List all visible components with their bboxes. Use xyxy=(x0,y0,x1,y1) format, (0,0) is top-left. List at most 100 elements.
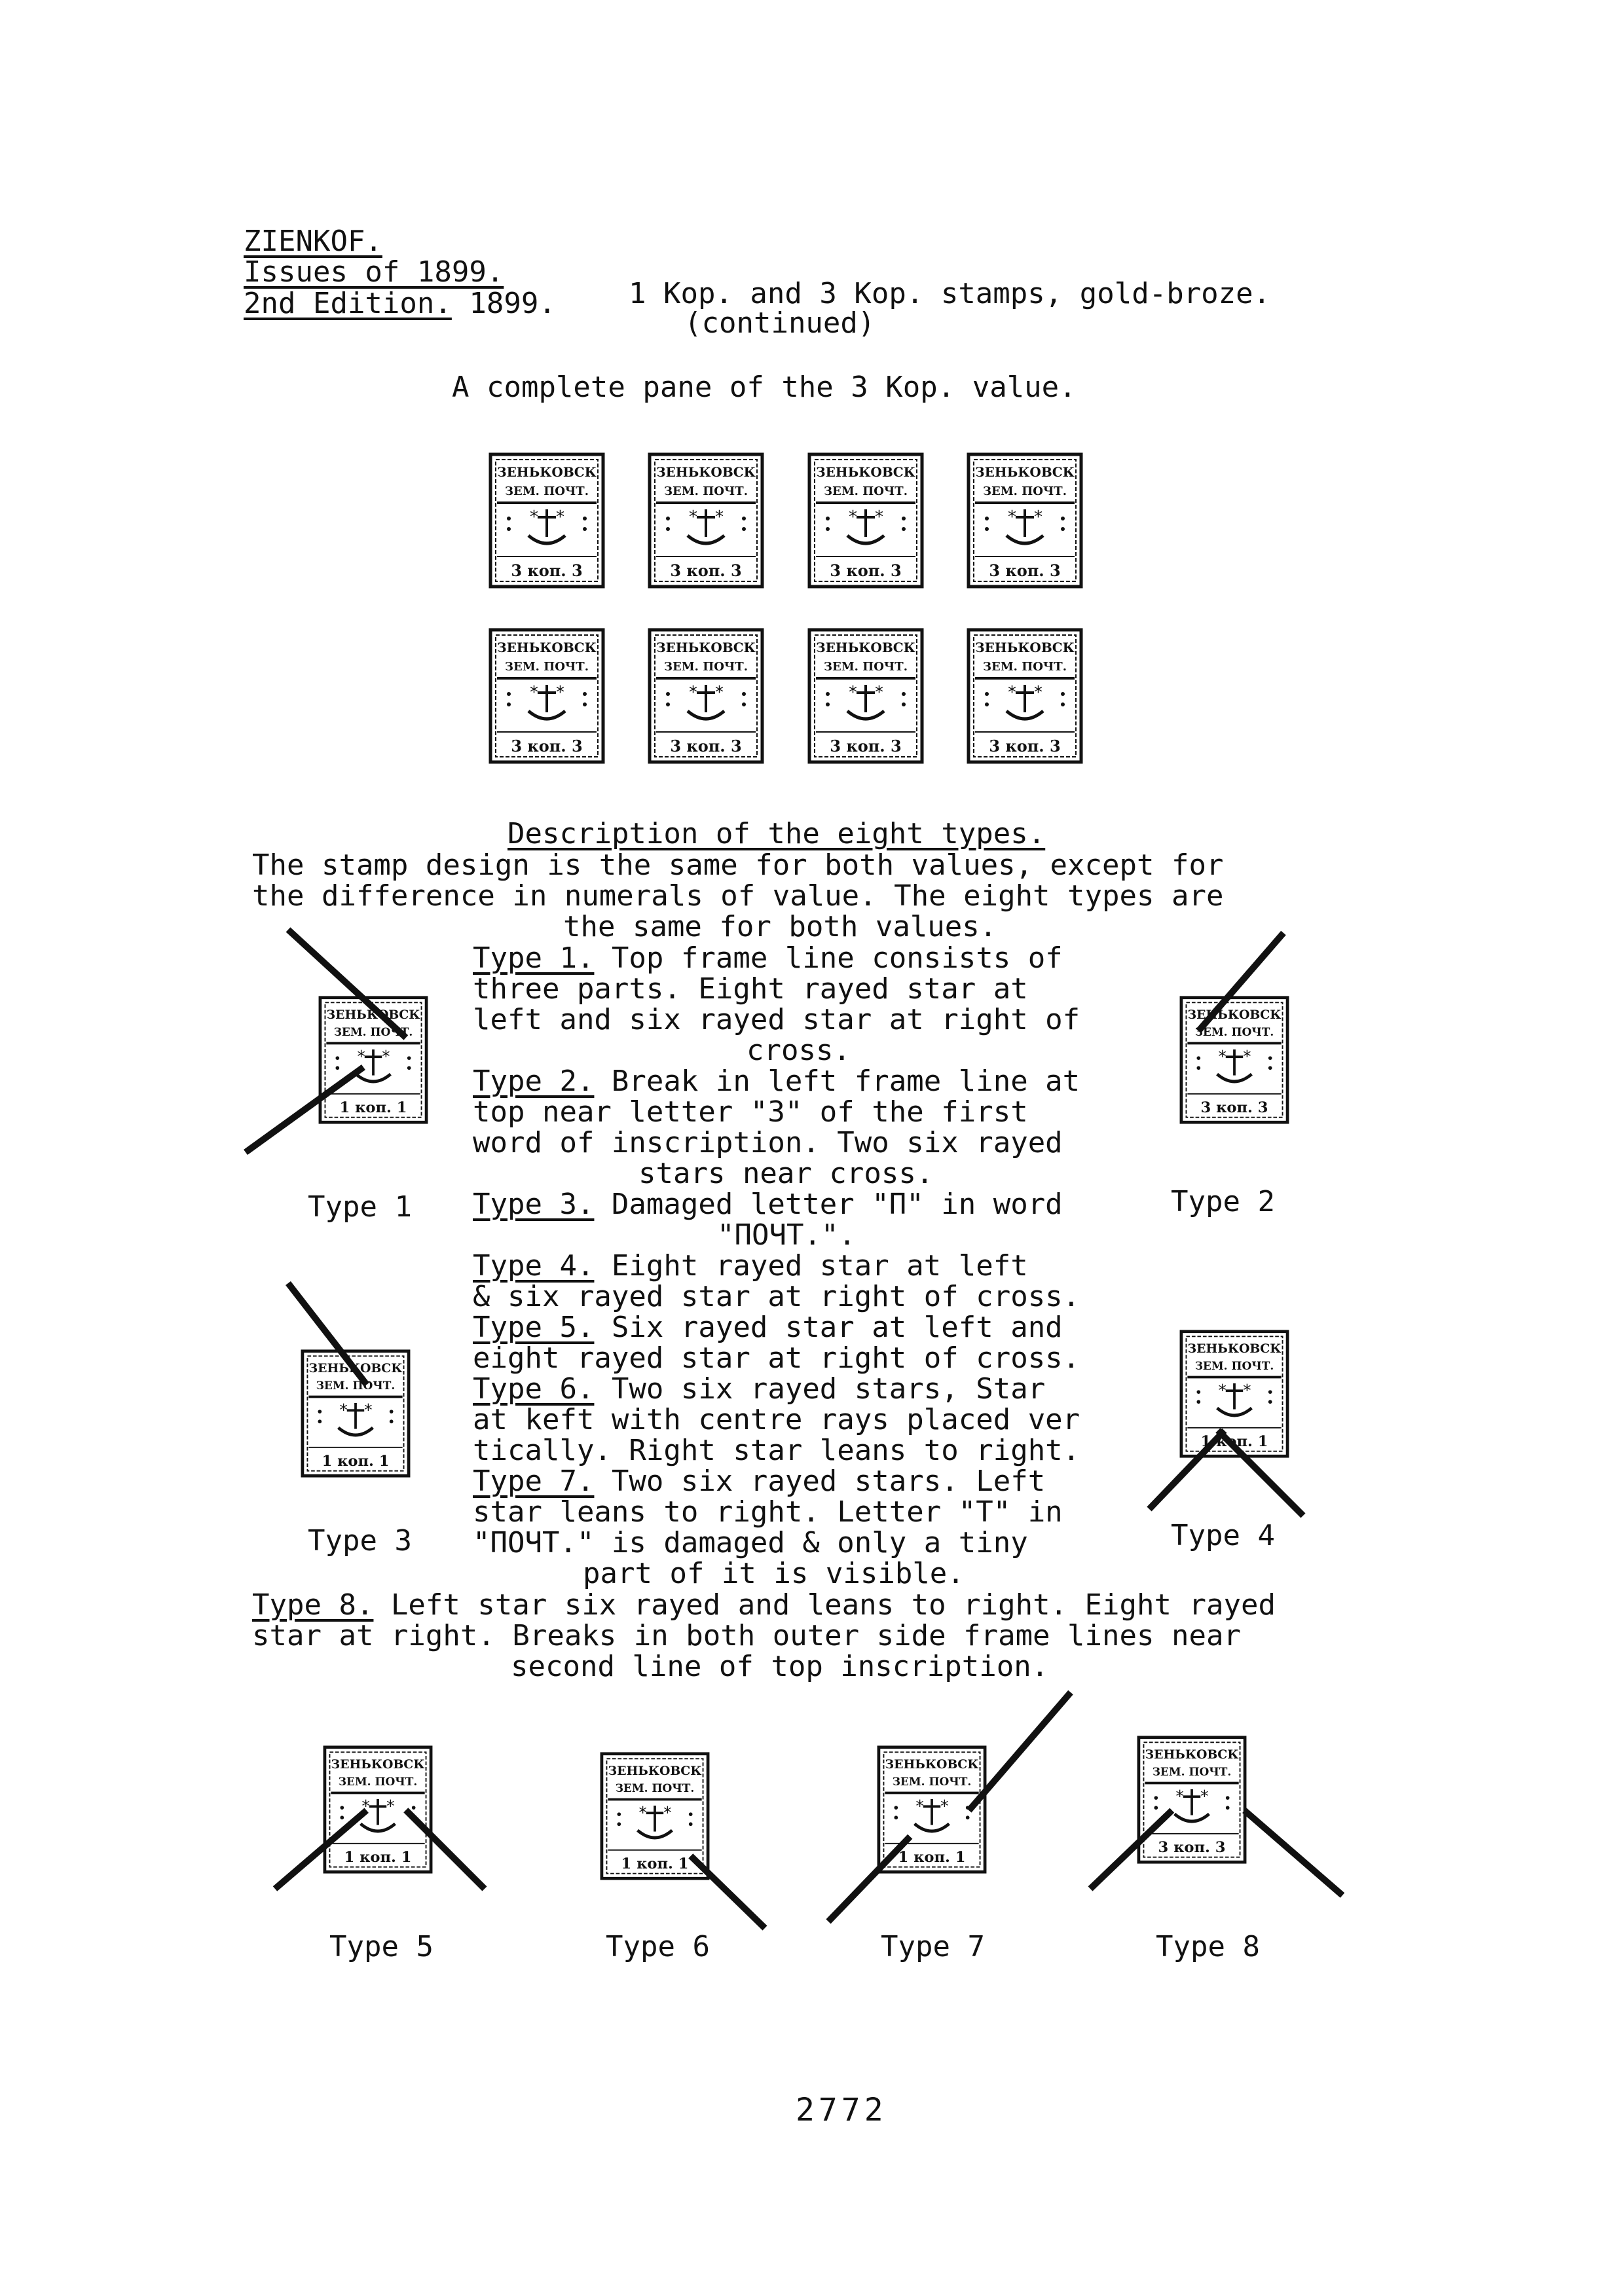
type2-line3: word of inscription. Two six rayed xyxy=(473,1126,1063,1159)
svg-text:ЗЕНЬКОВСК: ЗЕНЬКОВСК xyxy=(975,464,1075,480)
type6-line3: tically. Right star leans to right. xyxy=(473,1434,1080,1467)
continued-note: (continued) xyxy=(684,306,876,340)
svg-text:1 коп. 1: 1 коп. 1 xyxy=(621,1855,688,1872)
svg-text:1 коп. 1: 1 коп. 1 xyxy=(898,1849,965,1866)
caption-type8: Type 8 xyxy=(1156,1930,1260,1963)
type8-line3: second line of top inscription. xyxy=(511,1650,1049,1683)
type5-label: Type 5. xyxy=(473,1311,595,1344)
svg-text:3 коп. 3: 3 коп. 3 xyxy=(830,561,901,580)
type2-text: Break in left frame line at xyxy=(594,1065,1080,1098)
caption-type7: Type 7 xyxy=(881,1930,985,1963)
type3-line2: "ПОЧТ.". xyxy=(717,1218,856,1252)
svg-text:ЗЕНЬКОВСК: ЗЕНЬКОВСК xyxy=(1188,1008,1282,1022)
svg-text:ЗЕНЬКОВСК: ЗЕНЬКОВСК xyxy=(1145,1747,1239,1762)
svg-text:ЗЕМ. ПОЧТ.: ЗЕМ. ПОЧТ. xyxy=(339,1776,418,1789)
svg-text:ЗЕНЬКОВСК: ЗЕНЬКОВСК xyxy=(816,640,915,655)
edition-year: 1899. xyxy=(469,287,556,320)
svg-text:ЗЕМ. ПОЧТ.: ЗЕМ. ПОЧТ. xyxy=(316,1379,396,1393)
type4-label: Type 4. xyxy=(473,1249,595,1283)
type5-text: Six rayed star at left and xyxy=(594,1311,1063,1344)
svg-text:ЗЕМ. ПОЧТ.: ЗЕМ. ПОЧТ. xyxy=(824,484,908,498)
svg-text:ЗЕМ. ПОЧТ.: ЗЕМ. ПОЧТ. xyxy=(616,1782,695,1795)
svg-text:ЗЕНЬКОВСК: ЗЕНЬКОВСК xyxy=(497,640,597,655)
svg-text:ЗЕНЬКОВСК: ЗЕНЬКОВСК xyxy=(1188,1341,1282,1356)
type5-line1: Type 5. Six rayed star at left and xyxy=(473,1312,1063,1343)
svg-text:3 коп. 3: 3 коп. 3 xyxy=(1158,1839,1225,1856)
stamp-type6: ЗЕНЬКОВСК ЗЕМ. ПОЧТ. 1 коп. 1 xyxy=(599,1751,710,1881)
svg-text:3 коп. 3: 3 коп. 3 xyxy=(511,561,582,580)
type5-line2: eight rayed star at right of cross. xyxy=(473,1341,1080,1375)
svg-text:3 коп. 3: 3 коп. 3 xyxy=(1200,1099,1268,1116)
svg-text:ЗЕМ. ПОЧТ.: ЗЕМ. ПОЧТ. xyxy=(505,660,589,674)
caption-type3: Type 3 xyxy=(308,1524,412,1558)
type1-line1: Type 1. Top frame line consists of xyxy=(473,943,1063,974)
edition-label: 2nd Edition. xyxy=(244,287,452,320)
type7-line3: "ПОЧТ." is damaged & only a tiny xyxy=(473,1526,1028,1559)
description-intro-2: the difference in numerals of value. The… xyxy=(252,879,1224,913)
type4-line2: & six rayed star at right of cross. xyxy=(473,1280,1080,1313)
type3-text: Damaged letter "П" in word xyxy=(594,1188,1063,1221)
svg-text:ЗЕНЬКОВСК: ЗЕНЬКОВСК xyxy=(816,464,915,480)
type4-text: Eight rayed star at left xyxy=(594,1249,1028,1283)
pane-caption: A complete pane of the 3 Kop. value. xyxy=(452,371,1077,404)
type2-line4: stars near cross. xyxy=(638,1157,934,1190)
pane-stamp-6: ЗЕНЬКОВСК ЗЕМ. ПОЧТ. 3 коп. 3 xyxy=(647,627,765,765)
stamp-type8: ЗЕНЬКОВСК ЗЕМ. ПОЧТ. 3 коп. 3 xyxy=(1136,1735,1247,1865)
type7-line2: star leans to right. Letter "T" in xyxy=(473,1495,1063,1529)
svg-text:ЗЕМ. ПОЧТ.: ЗЕМ. ПОЧТ. xyxy=(893,1776,972,1789)
svg-text:3 коп. 3: 3 коп. 3 xyxy=(670,737,741,756)
svg-text:ЗЕМ. ПОЧТ.: ЗЕМ. ПОЧТ. xyxy=(983,484,1067,498)
issues-heading: Issues of 1899. xyxy=(244,255,504,289)
edition-line: 2nd Edition. 1899. xyxy=(244,288,556,319)
type6-line1: Type 6. Two six rayed stars, Star xyxy=(473,1374,1045,1405)
subtitle: 1 Kop. and 3 Kop. stamps, gold-broze. xyxy=(629,277,1271,310)
pointer-line-13 xyxy=(1242,1808,1345,1898)
svg-text:ЗЕМ. ПОЧТ.: ЗЕМ. ПОЧТ. xyxy=(1195,1360,1274,1373)
svg-text:1 коп. 1: 1 коп. 1 xyxy=(339,1099,407,1116)
type8-text: Left star six rayed and leans to right. … xyxy=(373,1588,1276,1622)
pane-stamp-3: ЗЕНЬКОВСК ЗЕМ. ПОЧТ. 3 коп. 3 xyxy=(807,452,925,589)
svg-text:3 коп. 3: 3 коп. 3 xyxy=(670,561,741,580)
caption-type6: Type 6 xyxy=(606,1930,710,1963)
type8-line2: star at right. Breaks in both outer side… xyxy=(252,1619,1241,1652)
type6-label: Type 6. xyxy=(473,1372,595,1406)
type1-text: Top frame line consists of xyxy=(594,941,1063,975)
svg-text:ЗЕМ. ПОЧТ.: ЗЕМ. ПОЧТ. xyxy=(664,484,748,498)
description-intro-1: The stamp design is the same for both va… xyxy=(252,848,1224,882)
type2-line2: top near letter "З" of the first xyxy=(473,1095,1028,1129)
svg-text:ЗЕМ. ПОЧТ.: ЗЕМ. ПОЧТ. xyxy=(505,484,589,498)
type1-line4: cross. xyxy=(747,1034,851,1067)
svg-text:ЗЕНЬКОВСК: ЗЕНЬКОВСК xyxy=(656,640,756,655)
type6-line2: at keft with centre rays placed ver xyxy=(473,1403,1080,1436)
stamp-type2: ЗЕНЬКОВСК ЗЕМ. ПОЧТ. 3 коп. 3 xyxy=(1179,995,1290,1125)
type2-label: Type 2. xyxy=(473,1065,595,1098)
type8-label: Type 8. xyxy=(252,1588,374,1622)
caption-type1: Type 1 xyxy=(308,1190,412,1224)
svg-text:ЗЕМ. ПОЧТ.: ЗЕМ. ПОЧТ. xyxy=(1195,1026,1274,1039)
type2-line1: Type 2. Break in left frame line at xyxy=(473,1066,1080,1097)
svg-text:ЗЕНЬКОВСК: ЗЕНЬКОВСК xyxy=(608,1764,702,1778)
svg-text:ЗЕНЬКОВСК: ЗЕНЬКОВСК xyxy=(331,1757,425,1772)
pointer-line-9 xyxy=(688,1853,767,1931)
svg-text:ЗЕМ. ПОЧТ.: ЗЕМ. ПОЧТ. xyxy=(1153,1766,1232,1779)
type6-text: Two six rayed stars, Star xyxy=(594,1372,1046,1406)
caption-type4: Type 4 xyxy=(1171,1519,1275,1552)
type7-label: Type 7. xyxy=(473,1465,595,1498)
type3-line1: Type 3. Damaged letter "П" in word xyxy=(473,1189,1063,1220)
type4-line1: Type 4. Eight rayed star at left xyxy=(473,1250,1028,1282)
type7-line4: part of it is visible. xyxy=(583,1557,965,1590)
svg-text:ЗЕМ. ПОЧТ.: ЗЕМ. ПОЧТ. xyxy=(664,660,748,674)
page-title: ZIENKOF. xyxy=(244,225,382,258)
type7-text: Two six rayed stars. Left xyxy=(594,1465,1046,1498)
pointer-line-10 xyxy=(826,1834,913,1924)
type7-line1: Type 7. Two six rayed stars. Left xyxy=(473,1466,1045,1497)
